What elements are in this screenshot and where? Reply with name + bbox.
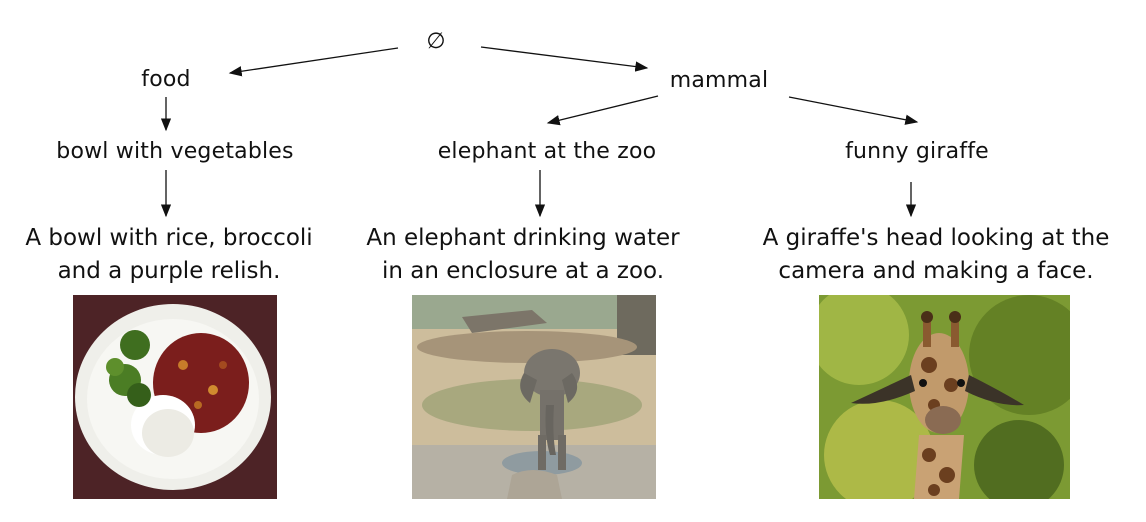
bowl-photo-illustration <box>73 295 277 499</box>
node-food: food <box>141 67 191 92</box>
edge-root-to-mammal <box>480 46 649 72</box>
caption-bowl: A bowl with rice, broccoli and a purple … <box>25 222 312 288</box>
caption-bowl-line2: and a purple relish. <box>57 258 281 284</box>
giraffe-photo-illustration <box>819 295 1070 499</box>
caption-giraffe-line2: camera and making a face. <box>778 258 1094 284</box>
caption-giraffe-line1: A giraffe's head looking at the <box>762 225 1110 251</box>
caption-elephant-line2: in an enclosure at a zoo. <box>381 258 665 284</box>
node-bowl-with-vegetables: bowl with vegetables <box>56 139 294 164</box>
caption-giraffe: A giraffe's head looking at the camera a… <box>763 222 1110 288</box>
node-elephant-at-the-zoo: elephant at the zoo <box>437 139 657 164</box>
caption-elephant-line1: An elephant drinking water <box>366 225 680 251</box>
edge-mammal-to-elephant <box>546 95 659 126</box>
elephant-photo <box>412 295 656 499</box>
edge-root-to-food <box>228 47 399 77</box>
root-node-empty-set: ∅ <box>426 29 446 54</box>
bowl-photo <box>73 295 277 499</box>
caption-elephant: An elephant drinking water in an enclosu… <box>366 222 679 288</box>
edge-mammal-to-giraffe <box>788 96 919 125</box>
caption-bowl-line1: A bowl with rice, broccoli <box>25 225 313 251</box>
elephant-photo-illustration <box>412 295 656 499</box>
node-funny-giraffe: funny giraffe <box>845 139 989 164</box>
giraffe-photo <box>819 295 1070 499</box>
node-mammal: mammal <box>669 68 769 93</box>
